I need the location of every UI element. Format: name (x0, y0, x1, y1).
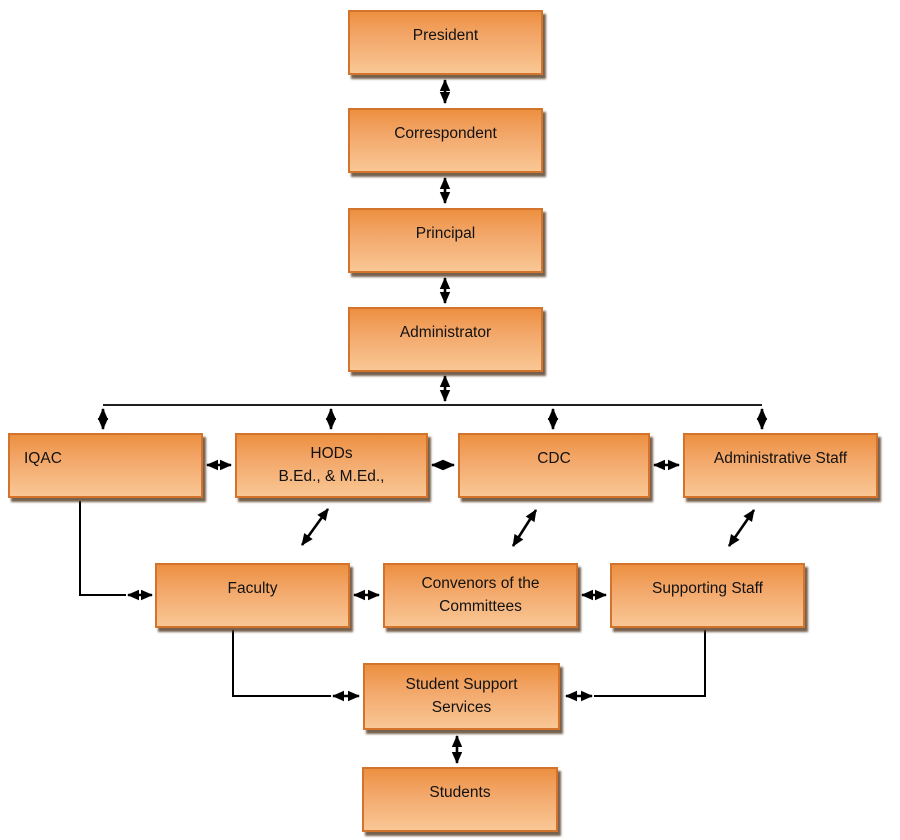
node-iqac-label: IQAC (24, 450, 62, 467)
node-student-support: Student Support Services (363, 663, 560, 730)
node-faculty: Faculty (155, 563, 350, 628)
node-supporting-staff: Supporting Staff (610, 563, 805, 628)
node-president-label: President (412, 27, 479, 44)
node-hods: HODs B.Ed., & M.Ed., (235, 433, 428, 498)
edge-faculty-sss-elbow (232, 630, 331, 697)
node-president: President (348, 10, 543, 75)
node-faculty-label: Faculty (227, 580, 278, 597)
node-admin-staff: Administrative Staff (683, 433, 878, 498)
edge-admin-staff-supporting (727, 509, 756, 547)
node-administrator: Administrator (348, 307, 543, 372)
edge-supporting-sss-elbow (594, 630, 706, 697)
node-convenors-label: Convenors of the Committees (421, 575, 540, 615)
node-student-support-label: Student Support Services (405, 676, 518, 716)
node-students: Students (362, 767, 558, 832)
node-iqac: IQAC (8, 433, 203, 498)
node-convenors: Convenors of the Committees (383, 563, 578, 628)
edge-iqac-faculty-elbow (79, 501, 126, 596)
node-hods-label: HODs B.Ed., & M.Ed., (278, 445, 385, 485)
node-administrator-label: Administrator (399, 324, 492, 341)
edge-hods-faculty (300, 508, 330, 546)
node-admin-staff-label: Administrative Staff (713, 450, 848, 467)
node-principal: Principal (348, 208, 543, 273)
node-cdc: CDC (458, 433, 650, 498)
node-correspondent-label: Correspondent (394, 125, 497, 142)
node-supporting-staff-label: Supporting Staff (652, 580, 763, 597)
node-correspondent: Correspondent (348, 108, 543, 173)
node-students-label: Students (429, 784, 491, 801)
edge-cdc-convenors (511, 509, 538, 547)
node-cdc-label: CDC (537, 450, 571, 467)
node-principal-label: Principal (415, 225, 476, 242)
